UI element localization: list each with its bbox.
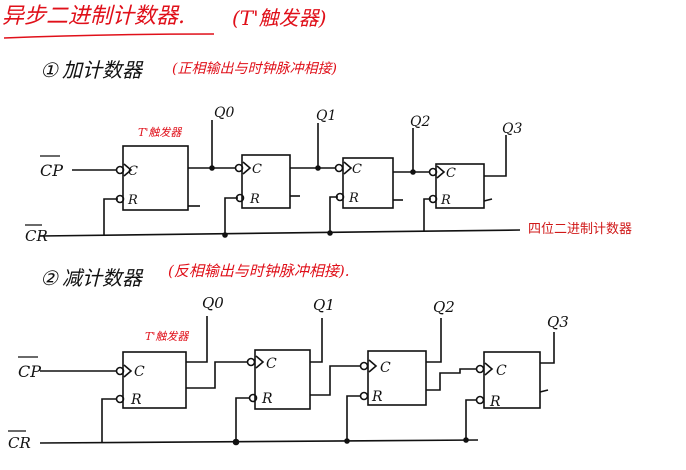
up-ff3-c-label: C <box>446 166 456 181</box>
up-counter-note: (正相输出与时钟脉冲相接) <box>172 61 337 77</box>
down-ff-2 <box>367 350 427 406</box>
down-cr-wire <box>39 439 479 444</box>
up-q1-label: Q1 <box>316 108 336 124</box>
up-ff-1 <box>241 154 291 209</box>
down-q2-wire <box>426 318 442 363</box>
up-cr-label: CR <box>25 227 48 245</box>
down-ff1-c-label: C <box>266 356 277 372</box>
up-ff1-r-label: R <box>249 192 260 207</box>
page-title: 异步二进制计数器. <box>2 4 185 29</box>
up-counter-title: 加计数器 <box>62 58 142 82</box>
up-ff-0 <box>122 145 189 211</box>
down-counter-title: 减计数器 <box>62 266 142 290</box>
down-ff3-r-label: R <box>489 394 501 410</box>
up-cr-wire <box>39 229 521 237</box>
down-ff2-c-label: C <box>380 360 391 376</box>
down-ff0-r-label: R <box>130 392 142 408</box>
down-qbar1-to-ff2 <box>310 365 361 396</box>
down-q0-label: Q0 <box>202 294 224 312</box>
down-counter-circuit <box>39 316 555 446</box>
up-ff-2 <box>342 157 394 209</box>
down-qbar0-to-ff1 <box>186 361 248 389</box>
up-ff0-c-label: C <box>128 164 138 179</box>
up-counter-circuit <box>39 120 521 238</box>
up-q1-wire <box>290 123 319 169</box>
up-q3-wire <box>484 135 507 177</box>
up-cp-label: CP <box>40 161 63 180</box>
up-q2-wire <box>393 128 414 173</box>
down-q3-label: Q3 <box>547 313 569 331</box>
down-ff1-r-label: R <box>261 391 273 407</box>
down-ff0-c-label: C <box>134 364 145 380</box>
up-ff3-r-label: R <box>440 193 451 208</box>
down-cr-label: CR <box>8 434 31 452</box>
page-title-note: (T'触发器) <box>232 6 327 30</box>
up-ff1-c-label: C <box>252 162 262 177</box>
up-ff2-c-label: C <box>352 162 362 177</box>
down-ff-3 <box>483 351 541 409</box>
down-ff3-c-label: C <box>496 363 507 379</box>
up-counter-marker: ① <box>40 58 58 82</box>
up-ff0-r-label: R <box>127 193 138 208</box>
down-cp-label: CP <box>18 362 41 381</box>
up-q0-label: Q0 <box>214 105 234 121</box>
down-counter-note: (反相输出与时钟脉冲相接). <box>168 262 350 280</box>
down-ff-0 <box>122 351 187 409</box>
up-ff-3 <box>435 163 485 209</box>
down-q2-label: Q2 <box>433 298 455 316</box>
down-ff-1 <box>254 349 311 410</box>
diagram-caption: 四位二进制计数器 <box>528 222 633 237</box>
up-ff2-r-label: R <box>348 191 359 206</box>
down-ff2-r-label: R <box>371 389 383 405</box>
title-underline <box>3 33 215 39</box>
up-q0-wire <box>188 120 213 169</box>
up-counter-ff-tag: T'触发器 <box>138 126 182 139</box>
down-q1-wire <box>310 318 323 363</box>
up-q2-label: Q2 <box>410 114 430 130</box>
down-q0-wire <box>186 316 208 363</box>
down-qbar2-to-ff3 <box>426 368 477 391</box>
down-q3-wire <box>540 332 555 364</box>
up-ff0-clock-bubble <box>115 165 125 175</box>
down-counter-ff-tag: T'触发器 <box>145 330 189 343</box>
down-q1-label: Q1 <box>313 296 335 314</box>
down-counter-marker: ② <box>40 266 58 290</box>
up-q3-label: Q3 <box>502 121 522 137</box>
